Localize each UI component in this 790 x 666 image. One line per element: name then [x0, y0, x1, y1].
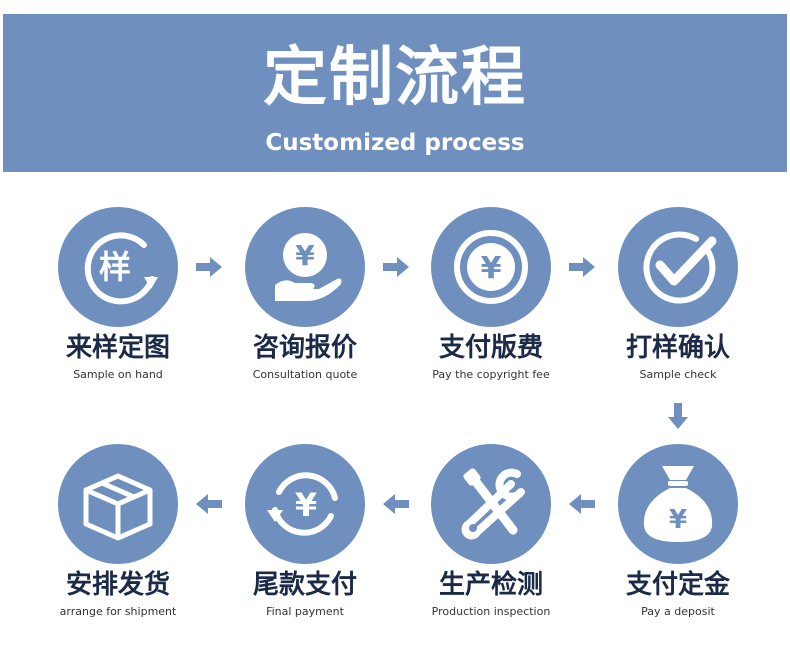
- step-title: 打样确认: [625, 333, 730, 363]
- svg-text:¥: ¥: [669, 505, 687, 535]
- page-subtitle: Customized process: [265, 130, 525, 156]
- sample-cycle-icon: 样: [58, 207, 178, 327]
- arrow-left-icon: [381, 493, 411, 515]
- step-title: 咨询报价: [252, 333, 357, 363]
- arrow-left-icon: [567, 493, 597, 515]
- step-subtitle: Consultation quote: [252, 368, 358, 381]
- svg-text:¥: ¥: [295, 486, 317, 524]
- hand-coin-icon: ¥: [245, 207, 365, 327]
- step-subtitle: arrange for shipment: [59, 605, 177, 618]
- step-subtitle: Pay the copyright fee: [432, 368, 550, 381]
- step-subtitle: Sample on hand: [73, 368, 163, 381]
- header-banner: 定制流程 Customized process: [3, 14, 787, 172]
- sample-icon-char: 样: [99, 248, 131, 286]
- step-title: 支付定金: [625, 570, 730, 600]
- step-title: 尾款支付: [252, 570, 357, 600]
- arrow-right-icon: [194, 256, 224, 278]
- money-bag-icon: ¥: [618, 444, 738, 564]
- step-title: 生产检测: [438, 570, 543, 600]
- arrow-down-icon: [667, 401, 689, 431]
- step-subtitle: Sample check: [639, 368, 717, 381]
- arrow-left-icon: [194, 493, 224, 515]
- yen-refresh-icon: ¥: [245, 444, 365, 564]
- step-subtitle: Final payment: [266, 605, 344, 618]
- step-subtitle: Pay a deposit: [641, 605, 715, 618]
- arrow-right-icon: [381, 256, 411, 278]
- package-box-icon: [58, 444, 178, 564]
- step-title: 来样定图: [65, 333, 170, 363]
- svg-text:¥: ¥: [295, 239, 315, 272]
- step-subtitle: Production inspection: [431, 605, 551, 618]
- tools-icon: [431, 444, 551, 564]
- checkmark-icon: [618, 207, 738, 327]
- step-title: 安排发货: [65, 570, 170, 600]
- arrow-right-icon: [567, 256, 597, 278]
- step-title: 支付版费: [438, 333, 543, 363]
- svg-text:¥: ¥: [481, 251, 502, 286]
- page-title: 定制流程: [263, 41, 527, 115]
- yen-coin-icon: ¥: [431, 207, 551, 327]
